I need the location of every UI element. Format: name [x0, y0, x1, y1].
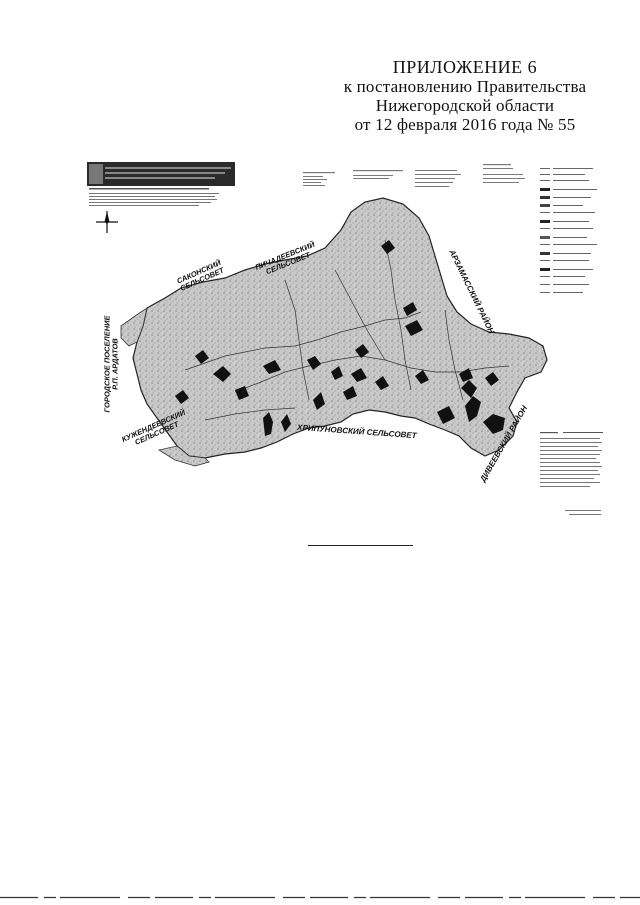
scan-edge-artifact	[0, 896, 640, 899]
compass-rose-icon	[96, 211, 118, 233]
appendix-line-3: от 12 февраля 2016 года № 55	[354, 115, 576, 134]
legend-top	[303, 164, 525, 187]
map-title-block	[87, 162, 235, 206]
legend-table	[540, 432, 603, 515]
label-gorodskoe: ГОРОДСКОЕ ПОСЕЛЕНИЕ Р.П. АРДАТОВ	[102, 315, 120, 413]
legend-right	[540, 168, 597, 293]
appendix-title: ПРИЛОЖЕНИЕ 6	[392, 57, 538, 77]
forest-patches	[175, 240, 505, 436]
separator-line	[308, 545, 413, 546]
emblem-icon	[89, 164, 103, 184]
appendix-line-2: Нижегородской области	[375, 96, 555, 115]
appendix-line-1: к постановлению Правительства	[343, 77, 587, 96]
territorial-map: САКОНСКИЙ СЕЛЬСОВЕТ ПИЧАДЕЕВСКИЙ СЕЛЬСОВ…	[85, 160, 615, 530]
appendix-header: ПРИЛОЖЕНИЕ 6 к постановлению Правительст…	[300, 57, 630, 135]
map-drawing	[87, 162, 603, 515]
